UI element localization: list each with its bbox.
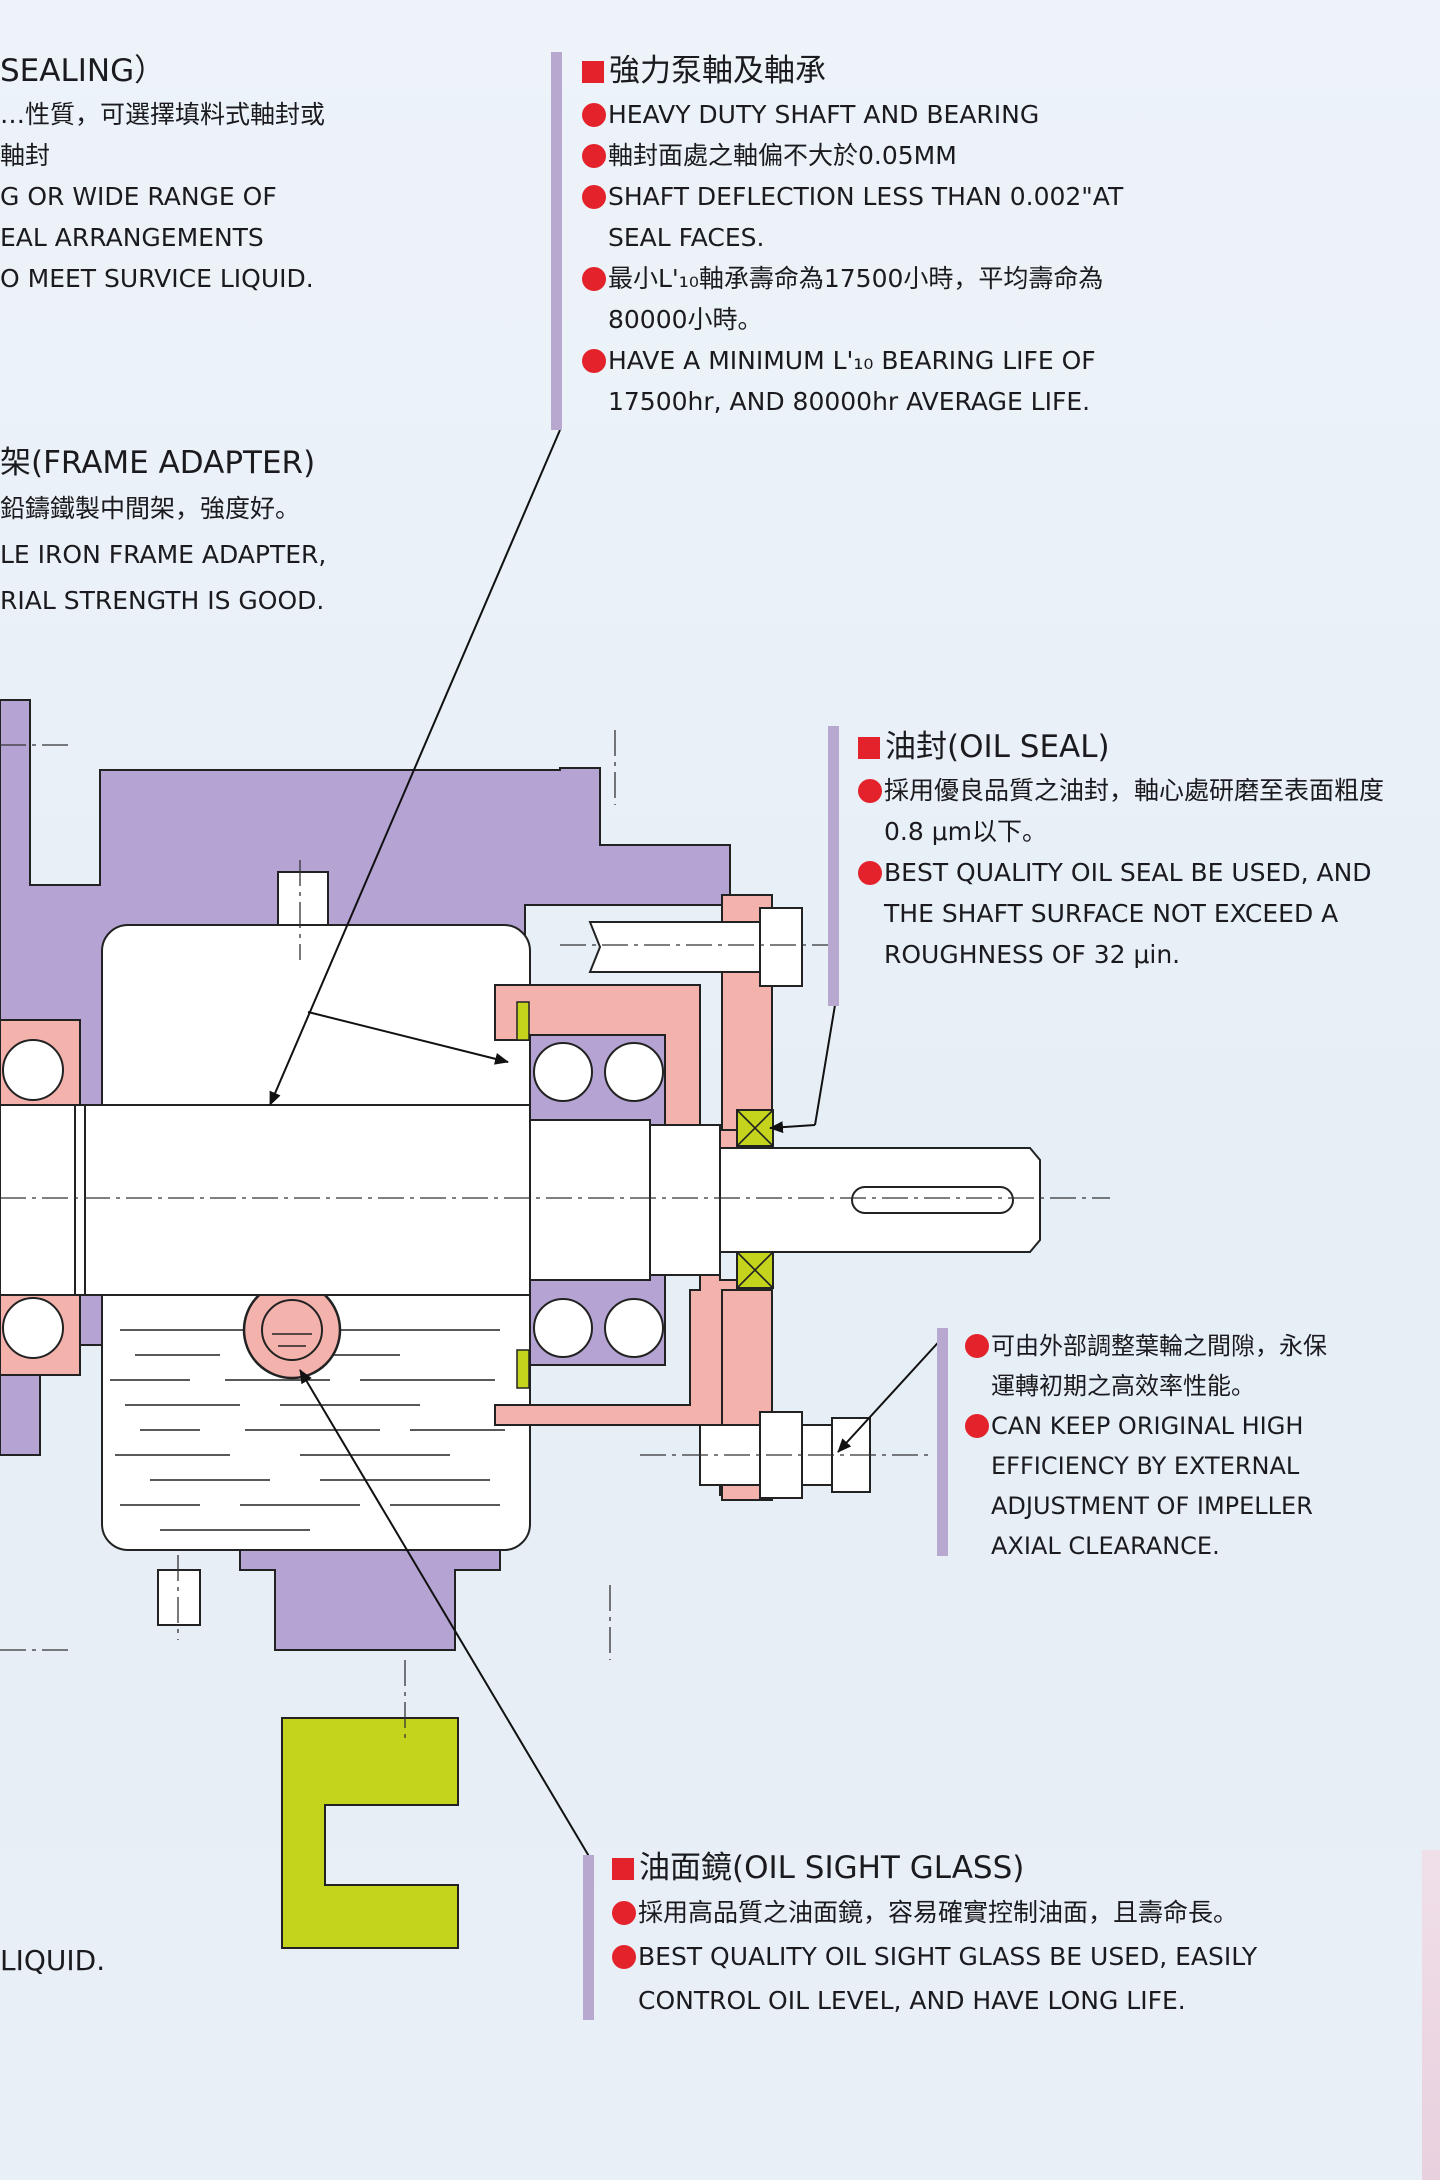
pump-shaft: [0, 1104, 531, 1296]
mounting-foot: [281, 1717, 459, 1949]
bullet-item: SHAFT DEFLECTION LESS THAN 0.002"AT: [582, 176, 1123, 217]
outboard-bearing: [529, 1034, 666, 1366]
bullet-item: CAN KEEP ORIGINAL HIGH: [965, 1406, 1327, 1446]
callout-impeller-adjustment: 可由外部調整葉輪之間隙，永保 運轉初期之高效率性能。 CAN KEEP ORIG…: [965, 1326, 1327, 1566]
bullet-text: 軸封面處之軸偏不大於0.05MM: [608, 141, 957, 170]
callout-line: EAL ARRANGEMENTS: [0, 223, 264, 252]
leader-lines: [269, 429, 946, 1859]
bullet-continuation: EFFICIENCY BY EXTERNAL: [991, 1452, 1300, 1480]
callout-line: RIAL STRENGTH IS GOOD.: [0, 586, 325, 615]
bullet-item: 採用高品質之油面鏡，容易確實控制油面，且壽命長。: [612, 1891, 1257, 1935]
callout-mechanical-seal: SEALING） …性質，可選擇填料式軸封或 軸封 G OR WIDE RANG…: [0, 48, 325, 299]
callout-heading: 架(FRAME ADAPTER): [0, 445, 316, 481]
bullet-continuation: 80000小時。: [608, 305, 763, 334]
bullet-continuation: SEAL FACES.: [608, 223, 765, 252]
callout-line: G OR WIDE RANGE OF: [0, 182, 277, 211]
keyway: [851, 1186, 1014, 1214]
bullet-item: BEST QUALITY OIL SEAL BE USED, AND: [858, 852, 1384, 893]
snap-ring: [516, 1001, 530, 1041]
bullet-text: 最小L'₁₀軸承壽命為17500小時，平均壽命為: [608, 264, 1104, 293]
red-dot-icon: [612, 1945, 636, 1969]
callout-oil-sight-glass: 油面鏡(OIL SIGHT GLASS) 採用高品質之油面鏡，容易確實控制油面，…: [612, 1845, 1257, 2023]
oil-level-lines: [110, 1329, 505, 1531]
red-dot-icon: [582, 103, 606, 127]
red-dot-icon: [582, 267, 606, 291]
callout-frame-adapter: 架(FRAME ADAPTER) 鉛鑄鐵製中間架，強度好。 LE IRON FR…: [0, 440, 326, 624]
callout-oil-seal: 油封(OIL SEAL) 採用優良品質之油封，軸心處研磨至表面粗度 0.8 μm…: [858, 724, 1384, 975]
red-dot-icon: [612, 1901, 636, 1925]
red-dot-icon: [582, 185, 606, 209]
heading-text: 強力泵軸及軸承: [609, 53, 826, 89]
callout-heading: 油封(OIL SEAL): [858, 724, 1384, 770]
bullet-item: 軸封面處之軸偏不大於0.05MM: [582, 135, 1123, 176]
upper-bolt: [588, 921, 761, 973]
callout-bar: [551, 52, 562, 430]
bullet-text: BEST QUALITY OIL SIGHT GLASS BE USED, EA…: [638, 1942, 1258, 1971]
red-square-icon: [858, 737, 880, 759]
bullet-continuation: ADJUSTMENT OF IMPELLER: [991, 1492, 1313, 1520]
bullet-item: 最小L'₁₀軸承壽命為17500小時，平均壽命為: [582, 258, 1123, 299]
bullet-text: BEST QUALITY OIL SEAL BE USED, AND: [884, 858, 1372, 887]
callout-line: O MEET SURVICE LIQUID.: [0, 264, 314, 293]
red-dot-icon: [858, 779, 882, 803]
bullet-item: 可由外部調整葉輪之間隙，永保: [965, 1326, 1327, 1366]
bullet-continuation: 運轉初期之高效率性能。: [991, 1372, 1255, 1400]
callout-heading: SEALING）: [0, 53, 166, 89]
callout-line: …性質，可選擇填料式軸封或: [0, 100, 326, 129]
oil-seal: [736, 1109, 774, 1289]
bullet-text: HAVE A MINIMUM L'₁₀ BEARING LIFE OF: [608, 346, 1096, 375]
bullet-text: CAN KEEP ORIGINAL HIGH: [991, 1412, 1304, 1440]
bullet-item: 採用優良品質之油封，軸心處研磨至表面粗度: [858, 770, 1384, 811]
bullet-text: HEAVY DUTY SHAFT AND BEARING: [608, 100, 1040, 129]
bullet-item: HEAVY DUTY SHAFT AND BEARING: [582, 94, 1123, 135]
callout-heading: 油面鏡(OIL SIGHT GLASS): [612, 1845, 1257, 1891]
callout-heading: 強力泵軸及軸承: [582, 48, 1123, 94]
red-dot-icon: [965, 1334, 989, 1358]
callout-line: LE IRON FRAME ADAPTER,: [0, 540, 327, 569]
red-square-icon: [582, 61, 604, 83]
callout-line: 鉛鑄鐵製中間架，強度好。: [0, 494, 301, 523]
callout-bar: [828, 726, 839, 1006]
callout-left-footer: LIQUID.: [0, 1944, 106, 1977]
bullet-text: SHAFT DEFLECTION LESS THAN 0.002"AT: [608, 182, 1124, 211]
red-dot-icon: [965, 1414, 989, 1438]
red-square-icon: [612, 1858, 634, 1880]
callout-bar: [583, 1855, 594, 2020]
drain-port: [157, 1569, 201, 1626]
bullet-item: BEST QUALITY OIL SIGHT GLASS BE USED, EA…: [612, 1935, 1257, 1979]
bullet-text: 採用高品質之油面鏡，容易確實控制油面，且壽命長。: [638, 1898, 1239, 1927]
top-port: [277, 871, 329, 928]
callout-shaft-bearing: 強力泵軸及軸承 HEAVY DUTY SHAFT AND BEARING 軸封面…: [582, 48, 1123, 422]
red-dot-icon: [858, 861, 882, 885]
bullet-continuation: 17500hr, AND 80000hr AVERAGE LIFE.: [608, 387, 1091, 416]
bullet-continuation: THE SHAFT SURFACE NOT EXCEED A: [884, 899, 1339, 928]
heading-text: 油封(OIL SEAL): [885, 729, 1110, 765]
bullet-continuation: 0.8 μm以下。: [884, 817, 1047, 846]
bullet-text: 可由外部調整葉輪之間隙，永保: [991, 1332, 1327, 1360]
callout-bar: [937, 1328, 948, 1556]
bullet-continuation: ROUGHNESS OF 32 μin.: [884, 940, 1181, 969]
bullet-item: HAVE A MINIMUM L'₁₀ BEARING LIFE OF: [582, 340, 1123, 381]
bullet-text: 採用優良品質之油封，軸心處研磨至表面粗度: [884, 776, 1385, 805]
red-dot-icon: [582, 144, 606, 168]
red-dot-icon: [582, 349, 606, 373]
page-edge-tint: [1422, 1850, 1440, 2180]
heading-text: 油面鏡(OIL SIGHT GLASS): [639, 1850, 1025, 1886]
callout-line: 軸封: [0, 141, 51, 170]
bullet-continuation: CONTROL OIL LEVEL, AND HAVE LONG LIFE.: [638, 1986, 1186, 2015]
bullet-continuation: AXIAL CLEARANCE.: [991, 1532, 1220, 1560]
center-lines: [0, 730, 1110, 1740]
